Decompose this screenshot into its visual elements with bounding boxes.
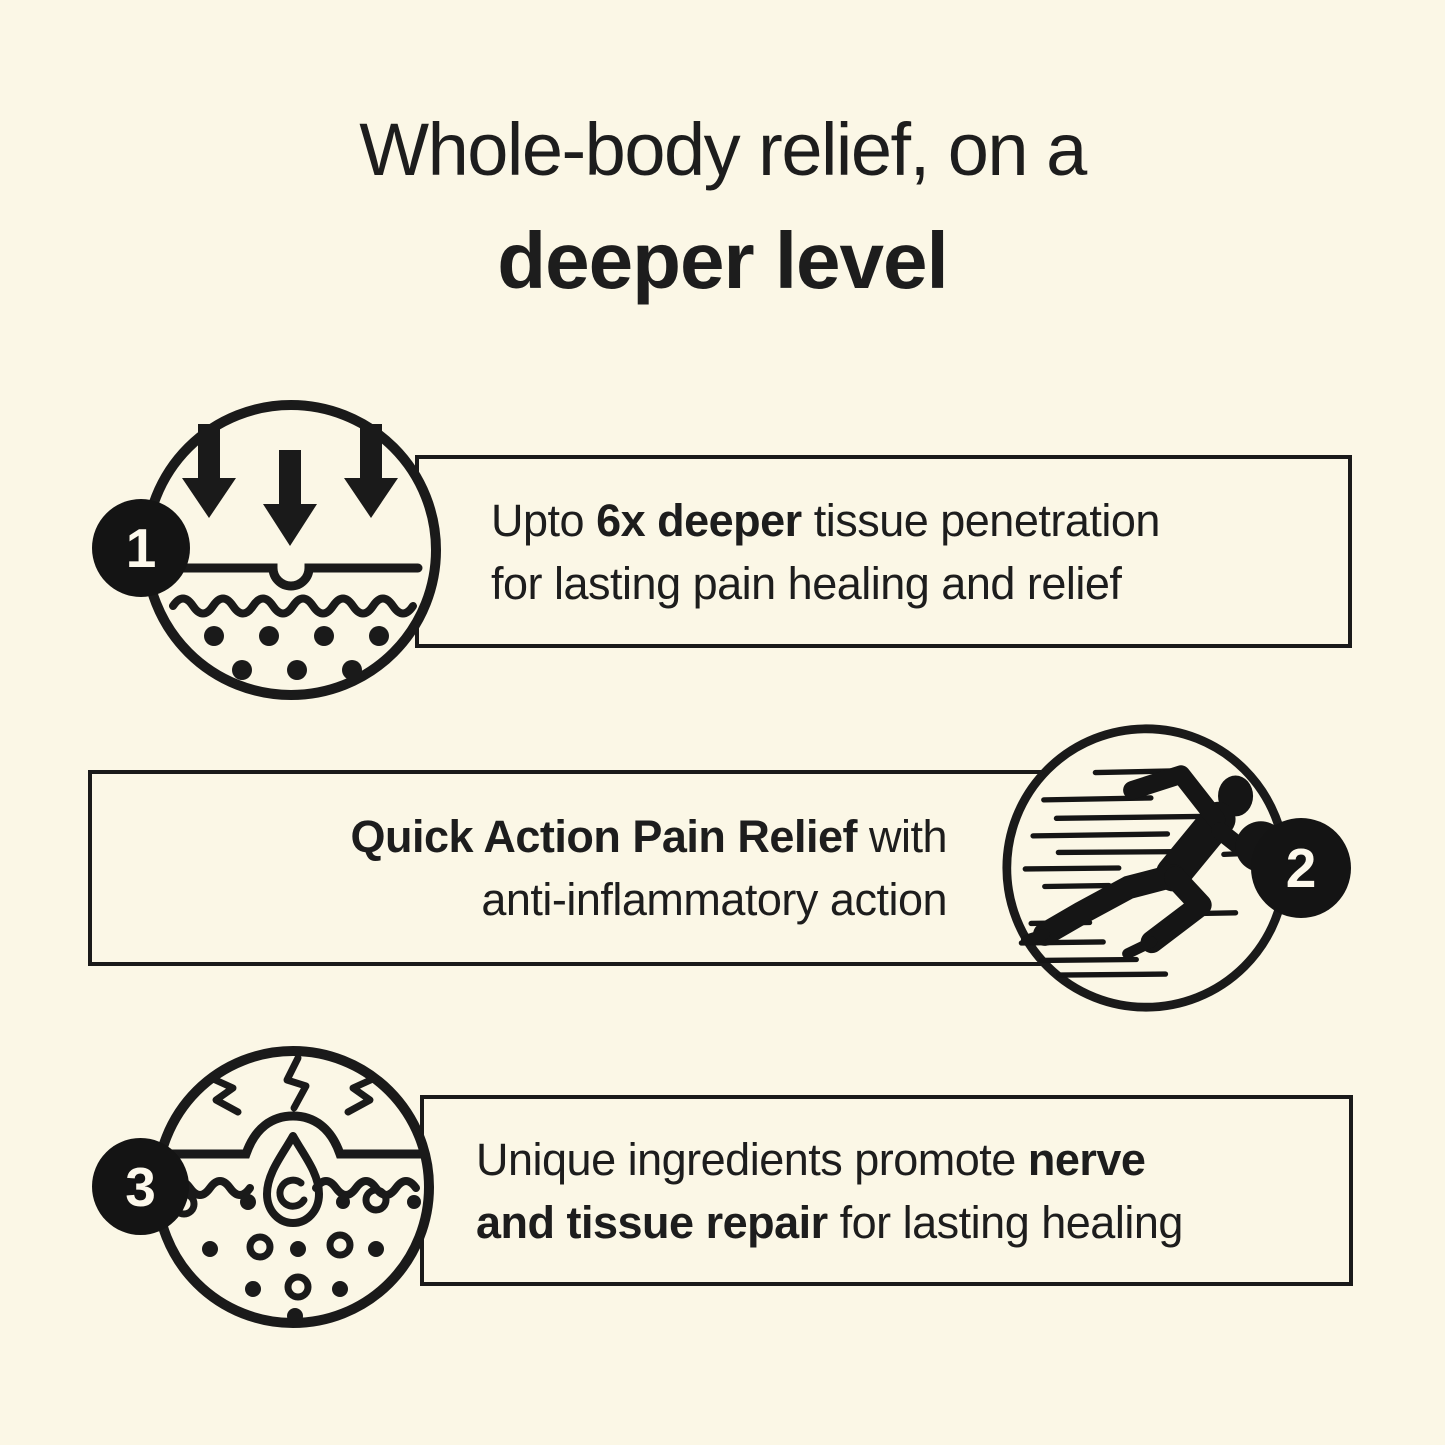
skin-surface-line [159,563,423,591]
speed-lines [1018,767,1273,978]
nerve-tissue-repair-icon [148,1042,438,1332]
droplet-outline [263,1132,323,1227]
title-line-2: deeper level [497,216,949,305]
step-badge-3: 3 [92,1138,189,1235]
runner-figure [1020,765,1287,960]
skin-penetration-arrows-icon [139,398,443,702]
tissue-wave-line [169,594,417,618]
skin-bump-line [157,1111,429,1159]
title-line-1: Whole-body relief, on a [359,108,1087,191]
pain-flash-marks [207,1054,379,1116]
tissue-dots [204,626,389,680]
page-title: Whole-body relief, on a deeper level [0,100,1445,314]
droplet-inner-curl [276,1176,308,1210]
step-badge-1: 1 [92,499,190,597]
down-arrows [182,424,398,546]
step-number-1: 1 [125,517,157,579]
step-number-2: 2 [1285,837,1317,899]
step-badge-2: 2 [1251,818,1351,918]
cell-dots [202,1194,421,1324]
sprinting-runner-icon [1000,722,1292,1014]
tissue-wave-right [312,1177,420,1199]
step-number-3: 3 [125,1155,156,1218]
